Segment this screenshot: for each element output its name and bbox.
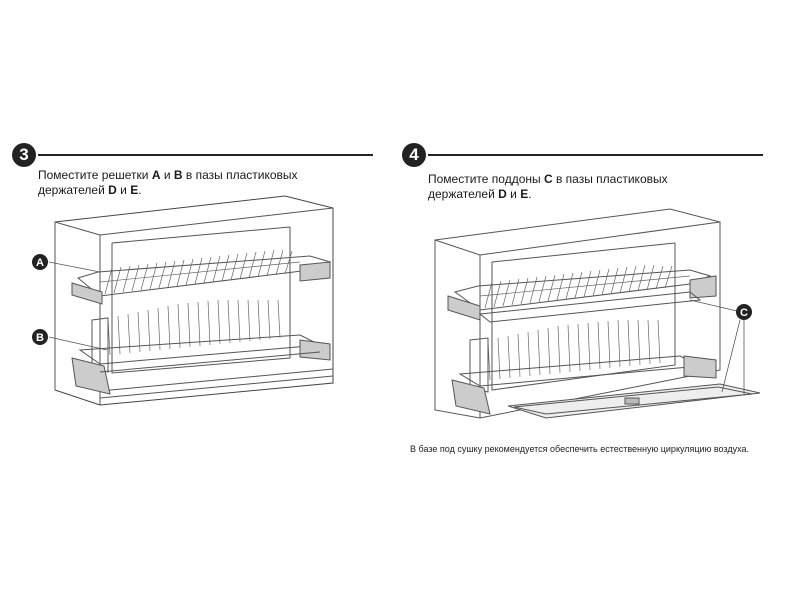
callout-badge-a — [32, 254, 48, 270]
step-4-text: Поместите поддоны — [428, 172, 544, 186]
part-label-a: A — [151, 168, 161, 182]
holder-label-e: E — [130, 183, 139, 197]
airflow-footnote: В базе под сушку рекомендуется обеспечит… — [410, 444, 750, 454]
step-3-divider — [38, 154, 373, 156]
part-label-b: B — [173, 168, 183, 182]
step-4-text: . — [528, 187, 532, 201]
step-3-text: Поместите решетки — [38, 168, 152, 182]
step-4-badge: 4 — [402, 143, 426, 167]
step-4-text: и — [506, 187, 521, 201]
step-3-text: и — [160, 168, 174, 182]
holder-label-d: D — [498, 187, 507, 201]
step-3-text: в пазы пластиковых — [182, 168, 298, 182]
callout-b-label: B — [36, 332, 44, 344]
step-4-divider — [428, 154, 763, 156]
step-3-instructions: Поместите решетки A и B в пазы пластиков… — [38, 168, 338, 198]
part-label-c: C — [543, 172, 553, 186]
step-3-text: и — [116, 183, 131, 197]
step-3-text: держателей — [38, 183, 109, 197]
step-4-instructions: Поместите поддоны C в пазы пластиковых д… — [428, 172, 728, 202]
callout-badge-c — [736, 304, 752, 320]
holder-label-e: E — [520, 187, 529, 201]
callout-a-label: A — [36, 257, 44, 269]
callout-c-label: C — [740, 307, 748, 319]
step-3-text: . — [138, 183, 142, 197]
step-3-badge: 3 — [12, 143, 36, 167]
callout-badge-b — [32, 329, 48, 345]
holder-label-d: D — [108, 183, 117, 197]
step-4-text: держателей — [428, 187, 499, 201]
step-4-text: в пазы пластиковых — [552, 172, 668, 186]
